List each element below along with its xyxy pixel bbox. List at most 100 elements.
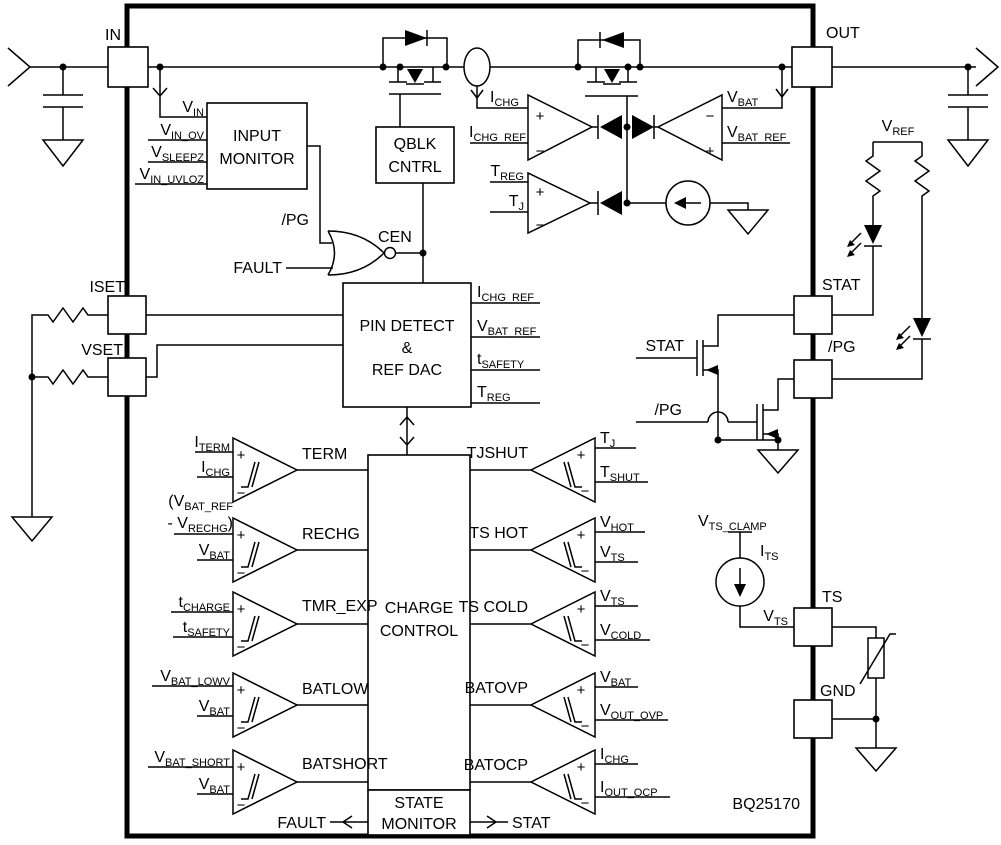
pin-pg — [793, 359, 833, 399]
vbat-label: VBAT — [199, 776, 231, 796]
hysteresis-icon — [241, 773, 260, 800]
vbat-lowv-label: VBAT_LOWV — [160, 668, 230, 688]
pin-out-label: OUT — [826, 25, 860, 42]
fault-net-label: FAULT — [233, 260, 282, 277]
led-icon — [864, 225, 882, 244]
state-monitor-label: MONITOR — [381, 816, 456, 833]
pg-driver-fet — [636, 378, 800, 475]
pin-detect-label: & — [402, 340, 413, 357]
led-arrow-icon — [847, 250, 855, 257]
batovp-name: BATOVP — [465, 680, 528, 697]
vbat-ref-out-label: VBAT_REF — [477, 318, 537, 338]
cen-nor-gate — [286, 145, 427, 283]
input-monitor-label: MONITOR — [219, 151, 294, 168]
input-monitor-block — [206, 102, 308, 190]
qblk-label: CNTRL — [388, 159, 441, 176]
current-sense-icon — [463, 47, 491, 87]
ichg-label: ICHG — [600, 746, 629, 766]
plus-sign: + — [577, 682, 586, 699]
tsafety-label: tSAFETY — [183, 619, 231, 639]
vts-label: VTS — [763, 608, 788, 628]
chip-outline — [124, 3, 816, 839]
cen-net-label: CEN — [378, 229, 412, 246]
batlow-name: BATLOW — [302, 681, 369, 698]
ichg-ref-label: ICHG_REF — [469, 124, 526, 144]
ground-icon — [946, 139, 990, 168]
hysteresis-icon — [563, 615, 582, 642]
treg-comparator: + − — [490, 171, 592, 235]
pin-stat-label: STAT — [822, 277, 861, 294]
pin-vset-label: VSET — [81, 342, 123, 359]
charge-control-label: CONTROL — [380, 623, 458, 640]
junction-dots — [59, 63, 972, 207]
fault-net-label: FAULT — [277, 815, 326, 832]
plus-sign: + — [577, 601, 586, 618]
term-name: TERM — [302, 446, 347, 463]
pin-detect-block — [342, 282, 472, 408]
ground-icon — [10, 516, 54, 543]
state-monitor-block — [367, 789, 471, 836]
pin-vset — [107, 357, 147, 397]
qblk-label: QBLK — [394, 136, 437, 153]
tj-label: TJ — [509, 193, 524, 213]
hysteresis-icon — [563, 541, 582, 568]
ts-network — [715, 531, 898, 773]
rechg-threshold-line2: - VRECHG) — [167, 515, 233, 535]
fet-arrow-icon — [706, 365, 718, 375]
pg-net-label: /PG — [281, 212, 309, 229]
diode-icon — [632, 115, 654, 139]
vbat-label: VBAT — [727, 89, 759, 109]
minus-sign: − — [706, 108, 715, 125]
plus-sign: + — [237, 601, 246, 618]
iset-vset-resistors — [10, 306, 343, 543]
minus-sign: − — [581, 637, 590, 654]
body-diode-icon — [407, 69, 423, 83]
pin-iset-label: ISET — [89, 279, 125, 296]
arrow-down-icon — [470, 89, 484, 99]
plus-sign: + — [577, 527, 586, 544]
pin-gnd-label: GND — [820, 683, 856, 700]
vbat-ref-label: VBAT_REF — [727, 124, 787, 144]
pin-iset — [107, 295, 147, 335]
diode-icon — [405, 30, 427, 46]
tmr-exp-comparator: + − — [171, 590, 368, 658]
term-comparator: + − — [195, 436, 368, 504]
vsleepz-label: VSLEEPZ — [151, 144, 204, 164]
part-number: BQ25170 — [732, 796, 800, 813]
tjshut-name: TJSHUT — [467, 445, 529, 462]
tmr-exp-name: TMR_EXP — [302, 598, 378, 615]
diode-icon — [600, 115, 622, 139]
vin-ov-label: VIN_OV — [160, 122, 204, 142]
minus-sign: − — [581, 795, 590, 812]
vin-label: VIN — [182, 99, 204, 119]
body-diode-icon — [604, 69, 620, 83]
vbat-label: VBAT — [199, 698, 231, 718]
minus-sign: − — [237, 639, 246, 656]
qblk-cntrl-block — [375, 126, 455, 184]
batshort-name: BATSHORT — [302, 756, 388, 773]
iterm-label: ITERM — [194, 434, 230, 454]
minus-sign: − — [581, 563, 590, 580]
vout-ovp-label: VOUT_OVP — [600, 702, 663, 722]
batocp-comparator: + − — [470, 748, 670, 816]
vin-uvloz-label: VIN_UVLOZ — [140, 166, 205, 186]
vref-led-network — [832, 141, 931, 380]
resistor-icon — [864, 142, 882, 225]
pin-ts-label: TS — [822, 589, 842, 606]
vbat-short-label: VBAT_SHORT — [154, 749, 230, 769]
pin-detect-label: PIN DETECT — [359, 318, 454, 335]
rechg-threshold-line1: (VBAT_REF — [168, 493, 233, 513]
ground-icon — [756, 449, 800, 475]
vbat-sense-wire — [722, 67, 790, 144]
stat-net-label: STAT — [645, 338, 684, 355]
inverter-bubble-icon — [383, 246, 397, 260]
ichg-comparator: + − — [527, 93, 594, 162]
double-arrow-icon — [399, 415, 415, 447]
ground-icon — [41, 139, 85, 168]
offpage-connector-left-icon — [7, 47, 32, 87]
wire-hop-icon — [707, 411, 729, 423]
pass-fet-q2 — [577, 32, 641, 127]
arrow-down-icon — [775, 88, 789, 98]
batshort-comparator: + − — [148, 748, 368, 816]
